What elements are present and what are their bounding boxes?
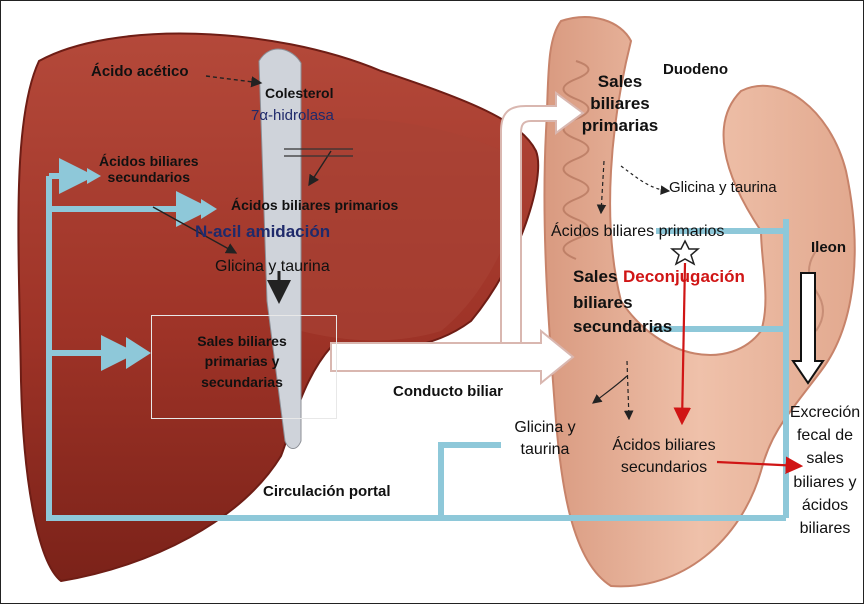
glycine-taurine-top-label: Glicina y taurina [669,179,777,196]
deconjugation-star-icon [672,241,698,264]
hydrolase-label: 7α-hidrolasa [251,107,334,124]
liver-right-lobe [301,118,521,340]
portal-circulation-label: Circulación portal [263,483,391,500]
ileum-label: Ileon [811,239,846,256]
primary-bile-acids-gut-label: Ácidos biliares primarios [551,223,724,241]
secondary-bile-acids-gut-label: Ácidos biliares secundarios [597,435,731,478]
glycine-taurine-liver-label: Glicina y taurina [215,258,330,276]
bile-duct-label: Conducto biliar [393,383,503,400]
n-acyl-amidation-label: N-acil amidación [195,222,330,242]
acetic-acid-label: Ácido acético [91,63,189,80]
bile-salts-box-label: Sales biliares primarias y secundarias [167,331,317,392]
duodenum-label: Duodeno [663,61,728,78]
secondary-bile-salts-prefix-label: Sales [573,267,617,287]
glycine-taurine-bottom-label: Glicina y taurina [507,417,583,460]
secondary-bile-acids-liver-label: Ácidos biliares secundarios [99,153,199,185]
cholesterol-label: Colesterol [265,85,333,101]
secondary-bile-salts-label: biliares secundarias [573,291,672,339]
primary-bile-acids-liver-label: Ácidos biliares primarios [231,197,398,213]
primary-bile-salts-label: Sales biliares primarias [575,71,665,137]
fecal-excretion-label: Excreción fecal de sales biliares y ácid… [783,401,864,540]
deconjugation-label: Deconjugación [623,267,745,287]
